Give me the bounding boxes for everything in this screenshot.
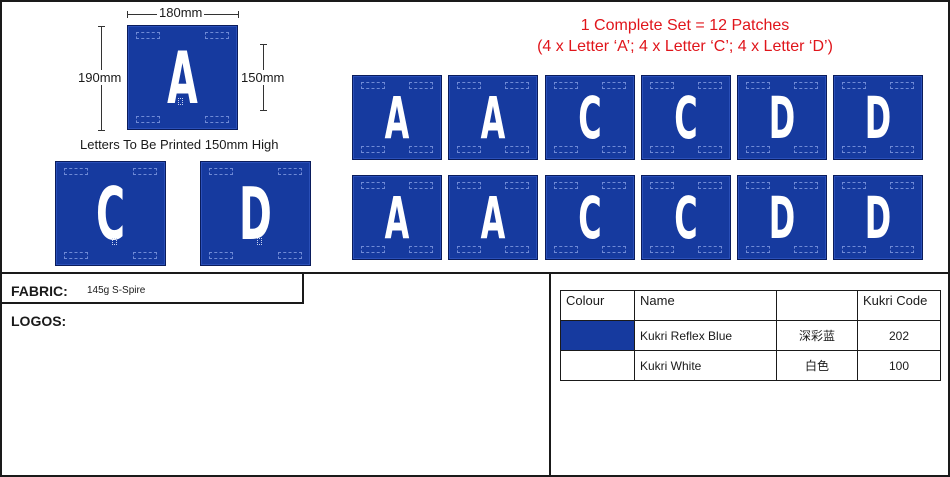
height-dimension-label: 190mm (77, 70, 123, 85)
colour-table-header: Colour Name Kukri Code (560, 290, 941, 321)
set-patch: A (352, 75, 442, 160)
set-patch: D (833, 175, 923, 260)
header-name: Name (634, 290, 777, 321)
section-divider (0, 272, 950, 274)
set-patch: A (352, 175, 442, 260)
set-patch: D (737, 175, 827, 260)
height-dimension-tick (98, 26, 105, 27)
patch-letter: C (578, 83, 602, 152)
patch-letter: A (384, 83, 410, 152)
fabric-value: 145g S-Spire (87, 285, 146, 296)
patch-letter: D (864, 83, 892, 152)
letter-height-dimension-tick (260, 110, 267, 111)
set-patch: A (448, 75, 538, 160)
colour-swatch (560, 350, 635, 381)
patch-letter: D (768, 83, 796, 152)
label-tag-icon (257, 238, 262, 245)
set-patch: C (545, 175, 635, 260)
fabric-box (2, 274, 304, 304)
height-dimension-tick (98, 130, 105, 131)
set-composition-note: (4 x Letter ‘A’; 4 x Letter ‘C’; 4 x Let… (537, 38, 833, 55)
colour-chinese-name: 深彩蓝 (776, 320, 858, 351)
width-dimension-tick (238, 11, 239, 18)
patch-letter: A (480, 183, 506, 252)
swatch-fill (561, 321, 634, 350)
colour-row-white: Kukri White 白色 100 (560, 350, 941, 381)
colour-code: 202 (857, 320, 941, 351)
label-tag-icon (112, 238, 117, 245)
patch-letter: D (768, 183, 796, 252)
colour-code: 100 (857, 350, 941, 381)
patch-letter: C (674, 183, 698, 252)
width-dimension-label: 180mm (157, 5, 205, 20)
patch-letter: D (239, 171, 272, 256)
letter-height-dimension-label: 150mm (240, 70, 286, 85)
letter-height-dimension-tick (260, 44, 267, 45)
patch-letter: A (480, 83, 506, 152)
set-count-title: 1 Complete Set = 12 Patches (580, 17, 790, 34)
set-patch: C (641, 75, 731, 160)
sample-patch-c: C (55, 161, 166, 266)
colour-row-reflex-blue: Kukri Reflex Blue 深彩蓝 202 (560, 320, 941, 351)
colour-name: Kukri Reflex Blue (634, 320, 777, 351)
header-chinese-name (776, 290, 858, 321)
set-patch: C (545, 75, 635, 160)
header-colour: Colour (560, 290, 635, 321)
set-patch: D (737, 75, 827, 160)
set-patch: D (833, 75, 923, 160)
patch-letter: D (864, 183, 892, 252)
width-dimension-tick (127, 11, 128, 18)
logos-label: LOGOS: (11, 313, 67, 329)
patch-letter: C (95, 171, 126, 256)
patch-letter: C (578, 183, 602, 252)
colour-table: Colour Name Kukri Code Kukri Reflex Blue… (560, 290, 941, 381)
patch-letter: C (674, 83, 698, 152)
sample-patch-d: D (200, 161, 311, 266)
sample-patch-a: A (127, 25, 238, 130)
letters-height-note: Letters To Be Printed 150mm High (80, 137, 279, 152)
section-divider (549, 272, 551, 477)
colour-chinese-name: 白色 (776, 350, 858, 381)
patch-letter: A (384, 183, 410, 252)
label-tag-icon (178, 98, 183, 105)
fabric-label: FABRIC: (11, 283, 68, 299)
colour-swatch (560, 320, 635, 351)
set-patch: A (448, 175, 538, 260)
swatch-fill (561, 351, 634, 380)
colour-name: Kukri White (634, 350, 777, 381)
header-kukri-code: Kukri Code (857, 290, 941, 321)
set-patch: C (641, 175, 731, 260)
